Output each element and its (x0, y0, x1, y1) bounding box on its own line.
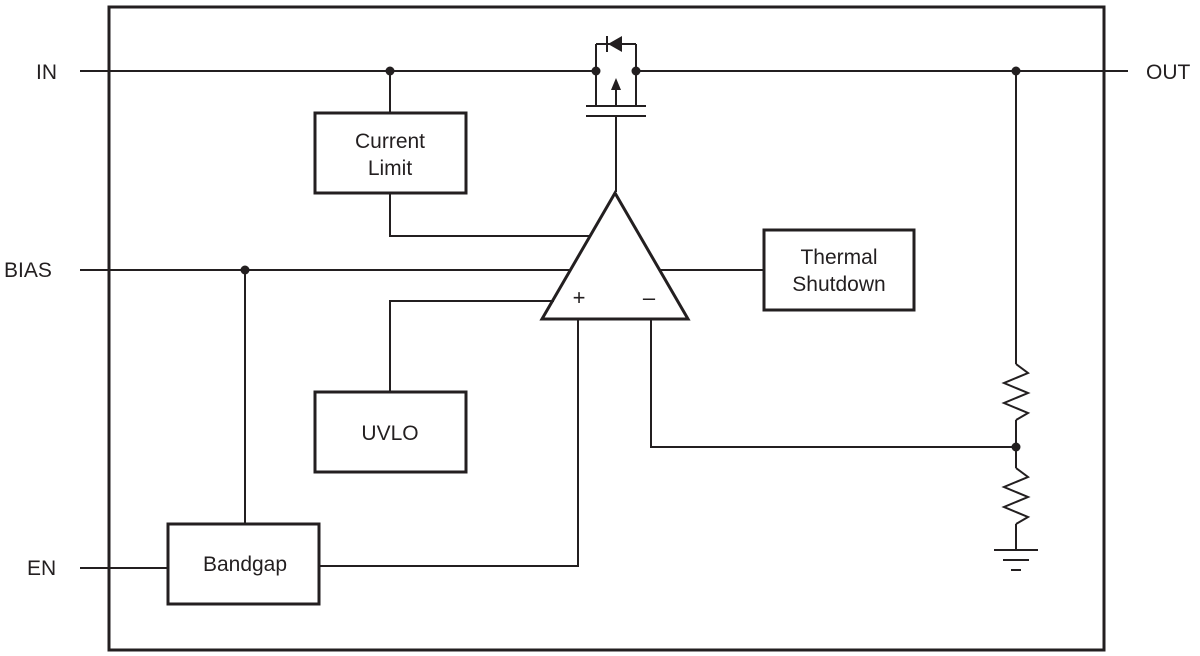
pin-en-label: EN (27, 557, 56, 580)
junction-mosfet-drain (631, 66, 641, 76)
current-limit-label-1: Current (355, 130, 425, 153)
thermal-shutdown-label-1: Thermal (800, 246, 877, 269)
error-amplifier (539, 190, 691, 321)
device-outline (107, 5, 1106, 652)
lower-resistor-icon (1001, 467, 1031, 525)
uvlo-label: UVLO (361, 422, 418, 445)
thermal-shutdown-block (762, 228, 916, 312)
current-limit-label-2: Limit (368, 157, 413, 180)
bandgap-block (166, 522, 321, 606)
bandgap-label: Bandgap (203, 553, 287, 576)
amp-minus-input-label: – (643, 285, 656, 310)
pin-out-label: OUT (1146, 61, 1191, 84)
feedback-line (650, 319, 1016, 448)
body-diode-icon (608, 36, 622, 52)
junction-mosfet-source (591, 66, 601, 76)
amp-plus-input-label: + (573, 285, 586, 310)
pass-mosfet (586, 36, 646, 192)
upper-resistor-icon (1001, 363, 1031, 421)
pin-in-label: IN (36, 61, 57, 84)
uvlo-block (313, 390, 468, 474)
ground-icon (994, 549, 1038, 571)
pin-bias-label: BIAS (4, 259, 52, 282)
current-limit-block (313, 111, 468, 195)
reference-line (319, 319, 579, 567)
thermal-shutdown-label-2: Shutdown (792, 273, 885, 296)
